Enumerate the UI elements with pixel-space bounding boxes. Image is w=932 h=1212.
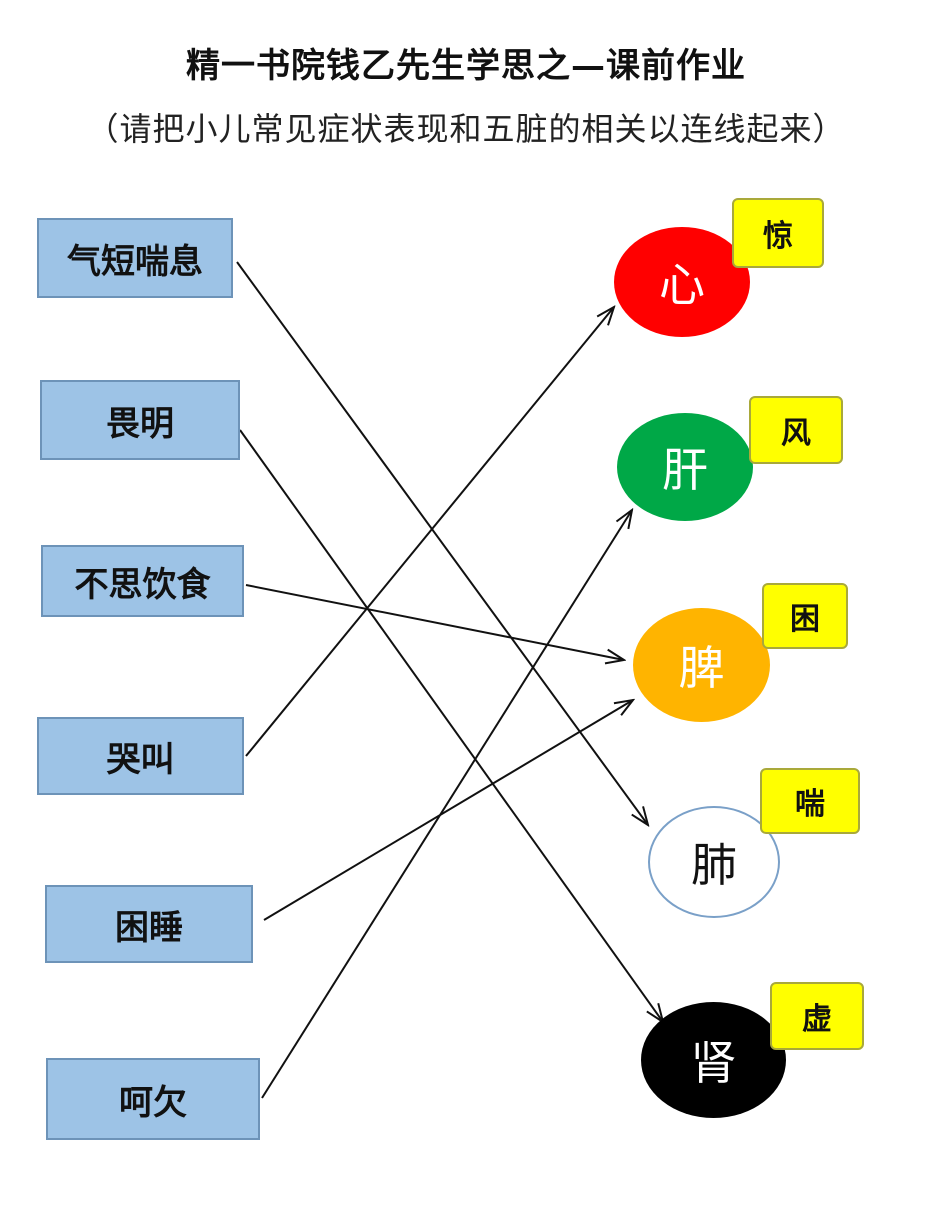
organ-label: 脾 (678, 641, 725, 695)
organ-tag-label: 惊 (763, 219, 793, 254)
symptom-label: 气短喘息 (67, 241, 203, 282)
symptom-box-kujiao[interactable]: 哭叫 (37, 717, 244, 795)
symptom-label: 哭叫 (106, 739, 175, 780)
arrow-busi-to-pi (245, 584, 624, 660)
organ-tag-label: 虚 (802, 1002, 832, 1037)
organ-tag-chuan: 喘 (760, 768, 860, 834)
symptom-label: 畏明 (106, 403, 174, 444)
organ-label: 肾 (690, 1036, 737, 1090)
organ-tag-label: 困 (790, 602, 820, 637)
organ-tag-kun: 困 (762, 583, 848, 649)
page-subtitle: （请把小儿常见症状表现和五脏的相关以连线起来） (86, 110, 846, 148)
symptom-label: 不思饮食 (74, 564, 211, 605)
organ-tag-label: 喘 (795, 787, 825, 822)
arrow-qiduan-to-fei (236, 261, 648, 825)
organ-label: 肺 (691, 838, 737, 892)
arrow-kujiao-to-xin (245, 307, 614, 757)
organ-tag-jing: 惊 (732, 198, 824, 268)
arrow-weiming-to-shen (239, 429, 663, 1022)
page-title: 精一书院钱乙先生学思之—课前作业 (186, 46, 746, 86)
organ-label: 肝 (662, 443, 708, 497)
arrow-kunshui-to-pi (263, 700, 633, 921)
organ-circle-gan[interactable]: 肝 (617, 413, 753, 521)
symptom-label: 呵欠 (119, 1082, 187, 1123)
organ-circle-pi[interactable]: 脾 (633, 608, 770, 722)
organ-circle-fei[interactable]: 肺 (648, 806, 780, 918)
symptom-box-weiming[interactable]: 畏明 (40, 380, 240, 460)
organ-label: 心 (659, 258, 705, 312)
organ-tag-xu: 虚 (770, 982, 864, 1050)
organ-circle-shen[interactable]: 肾 (641, 1002, 786, 1118)
organ-tag-feng: 风 (749, 396, 843, 464)
symptom-box-qiduan[interactable]: 气短喘息 (37, 218, 233, 298)
organ-circle-xin[interactable]: 心 (614, 227, 750, 337)
organ-tag-label: 风 (781, 416, 811, 451)
symptom-box-busi[interactable]: 不思饮食 (41, 545, 244, 617)
symptom-label: 困睡 (115, 907, 183, 948)
symptom-box-kunshui[interactable]: 困睡 (45, 885, 253, 963)
arrow-hexian-to-gan (261, 510, 632, 1099)
symptom-box-hexian[interactable]: 呵欠 (46, 1058, 260, 1140)
